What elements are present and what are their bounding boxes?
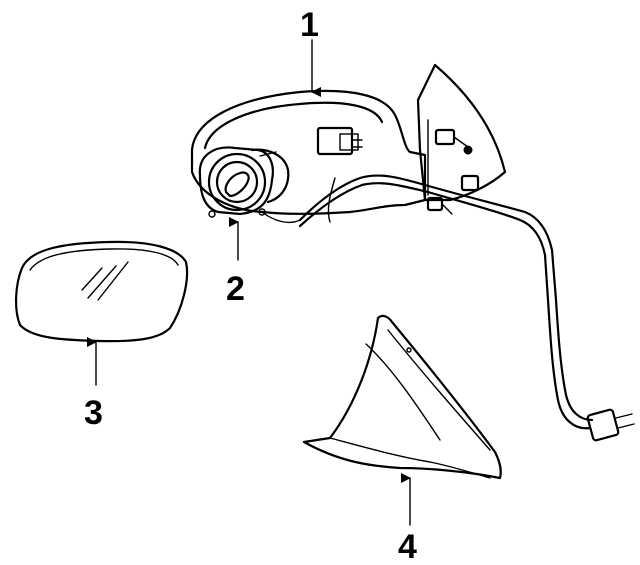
mirror-housing-part-1 [190,63,635,442]
callout-3: 3 [84,394,103,432]
mount-bolt-lower [426,174,480,215]
sail-cover-part-4 [302,314,502,480]
mirror-motor-part-2 [198,146,290,218]
wire-harness [261,174,594,430]
callout-4: 4 [398,528,417,565]
callout-2: 2 [226,270,245,308]
mirror-glass-part-3 [15,240,189,343]
connector-plug [586,408,635,442]
callout-1: 1 [300,6,319,44]
mount-bolt-upper [434,128,473,155]
